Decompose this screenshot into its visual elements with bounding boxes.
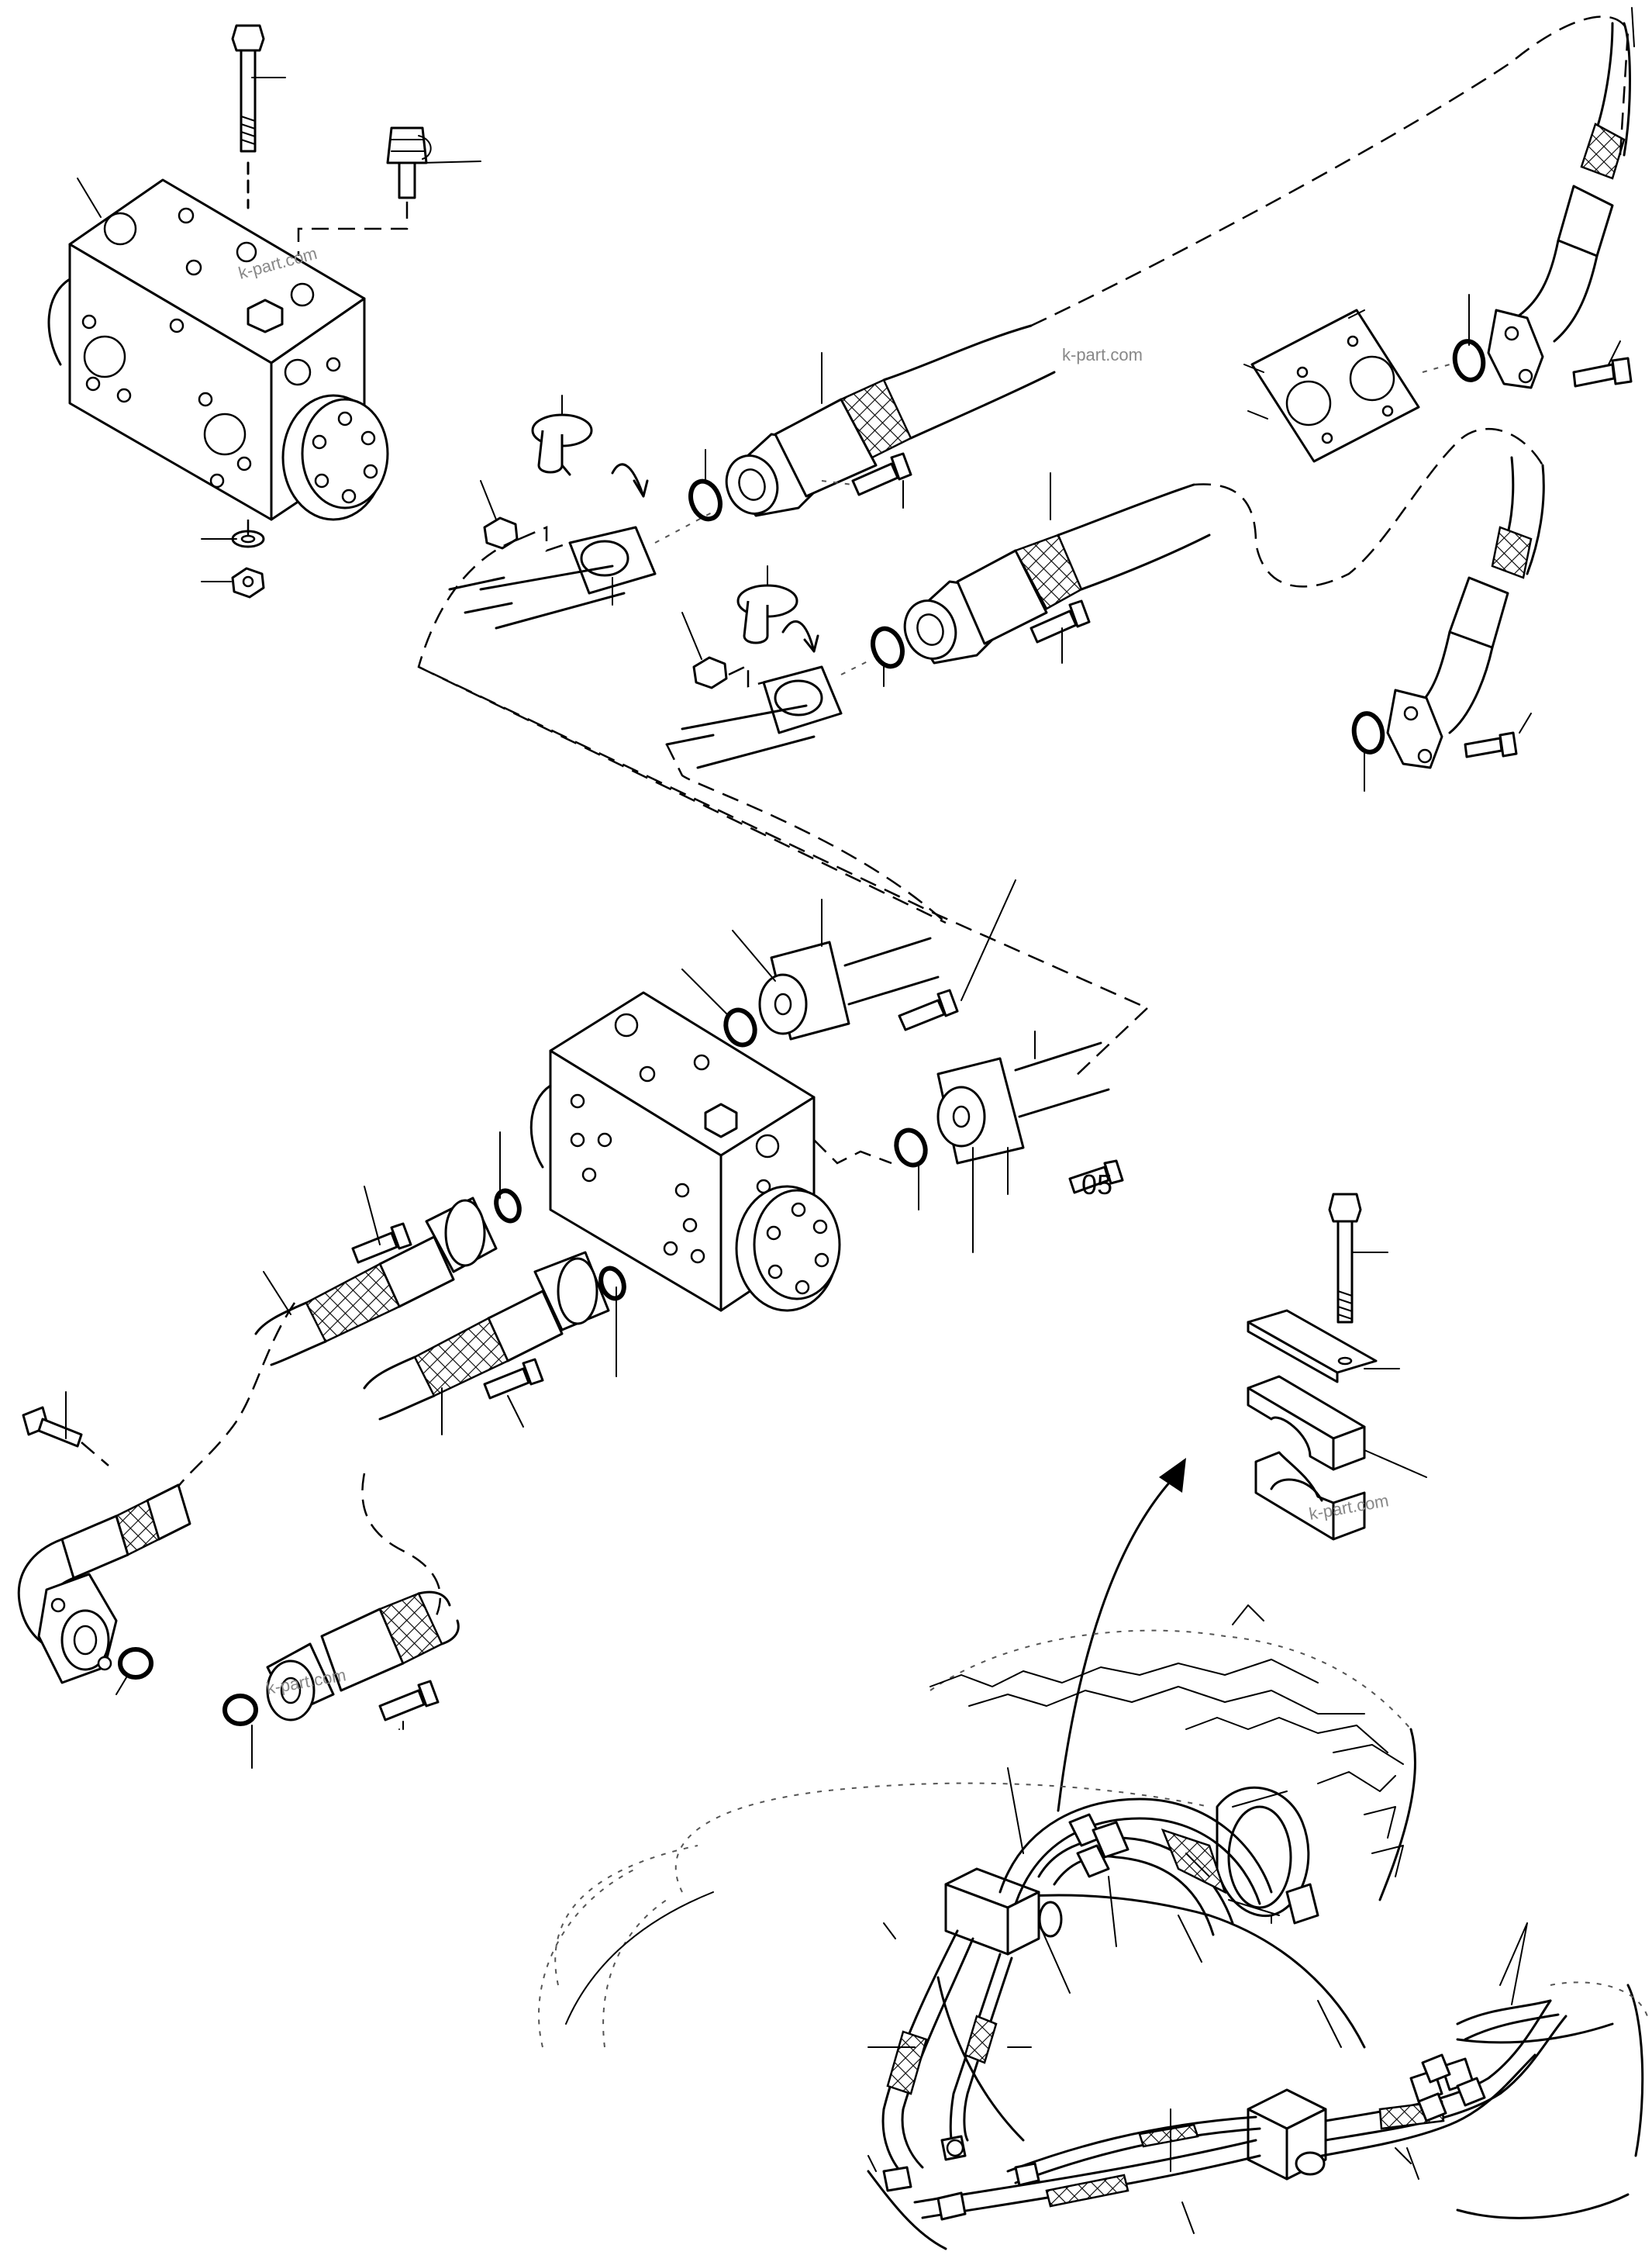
flange-bolt-icon: [1029, 599, 1091, 644]
flange-bolt-icon: [378, 1680, 440, 1721]
nut-icon: [231, 567, 265, 599]
distribution-block-icon: [944, 1867, 1063, 1956]
o-ring-icon: [118, 1647, 153, 1680]
tire-tread-icon: [929, 1604, 1416, 1901]
elbow-hose-icon: [17, 1483, 191, 1684]
o-ring-icon: [871, 626, 905, 669]
axle-hoses-icon: [881, 1797, 1568, 2221]
o-ring-icon: [688, 478, 723, 522]
long-bolt-icon: [231, 24, 265, 209]
o-ring-icon: [1351, 711, 1385, 755]
hose-b: [1386, 456, 1545, 769]
hose-a-bolt-icon: [1572, 357, 1633, 388]
o-ring-icon: [598, 1266, 626, 1301]
part-number-05: 05: [1081, 1169, 1112, 1200]
cap-plug-icon: [531, 413, 593, 476]
flange-fitting-icon: [448, 526, 657, 630]
valve-block-icon: [529, 991, 841, 1312]
hub-icon: [1216, 1786, 1310, 1918]
bolt-icon: [22, 1406, 109, 1466]
hose-fitting-icon: [266, 1590, 460, 1721]
pressure-test-fitting-icon: [297, 126, 432, 256]
lower-valve-block-group: 05: [254, 879, 1124, 1435]
flange-fitting-icon: [665, 665, 843, 769]
hose-fitting-icon: [254, 1197, 498, 1366]
clamp-icon: [1247, 1375, 1366, 1541]
flange-fitting-icon: [758, 937, 940, 1041]
flange-bolt-icon: [483, 1358, 544, 1400]
hose-fitting-icon: [903, 483, 1211, 665]
flange-fitting-icon: [936, 1041, 1110, 1165]
upper-hose-fittings-group: [448, 324, 1211, 769]
flange-bolt-icon: [1068, 1159, 1124, 1194]
lower-left-hoses-group: [17, 1391, 460, 1769]
cap-nut-icon: [692, 656, 728, 689]
routing-lines: [169, 16, 1630, 1621]
mounting-plate-icon: [1243, 309, 1420, 463]
clamp-cover-plate-icon: [1247, 1309, 1378, 1383]
cap-nut-icon: [483, 516, 519, 550]
o-ring-icon: [1452, 339, 1486, 382]
distribution-block-icon: [1247, 2088, 1327, 2181]
o-ring-icon: [494, 1188, 522, 1224]
axle-assembly-group: [538, 1604, 1648, 2250]
o-ring-icon: [894, 1128, 928, 1168]
hose-a: [1487, 22, 1631, 389]
o-ring-icon: [723, 1007, 757, 1048]
hose-fitting-icon: [363, 1251, 610, 1421]
clamp-assembly-group: [1057, 1193, 1427, 1812]
flange-bolt-icon: [851, 452, 912, 496]
cap-plug-icon: [736, 584, 798, 644]
hose-fitting-icon: [725, 324, 1056, 517]
o-ring-icon: [222, 1694, 258, 1726]
clamp-bolt-icon: [1328, 1193, 1362, 1324]
watermark-text: k-part.com: [1062, 345, 1143, 364]
wheel-rim-icon: [538, 1782, 1210, 2048]
flange-bolt-icon: [898, 989, 959, 1031]
upper-right-hoses-group: [1243, 7, 1635, 792]
valve-block-icon: [47, 178, 389, 521]
hose-b-bolt-icon: [1464, 731, 1518, 758]
arrow-icon: [1057, 1458, 1186, 1812]
upper-valve-block-group: [47, 24, 481, 599]
axle-housing-icon: [867, 1894, 1648, 2250]
